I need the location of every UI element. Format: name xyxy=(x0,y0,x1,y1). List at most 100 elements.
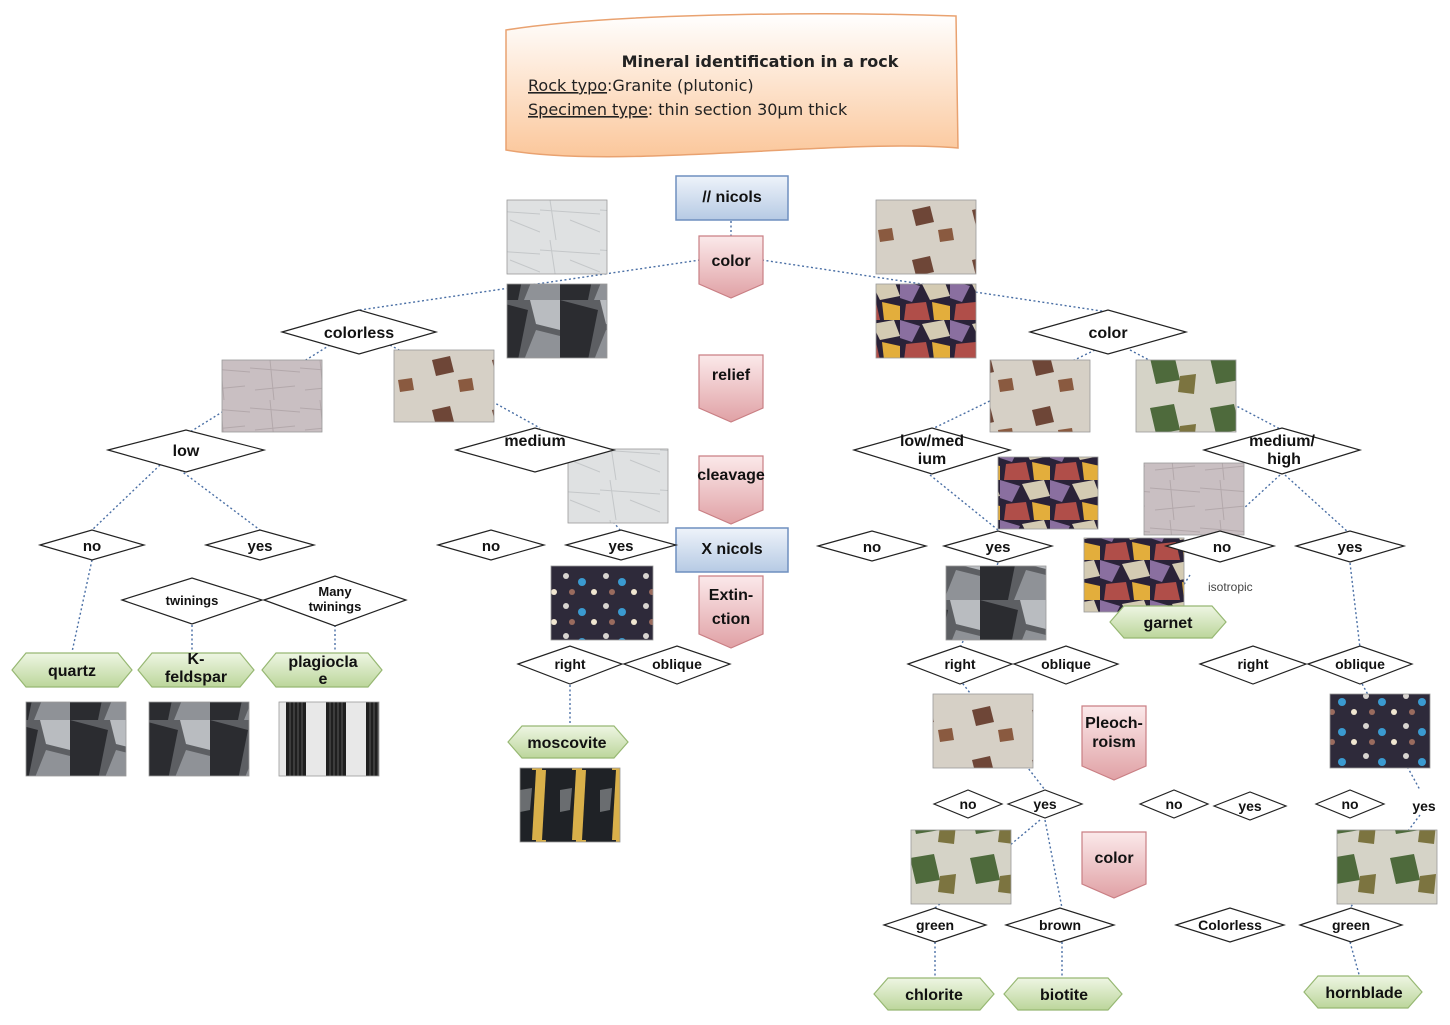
photo-medium-relief xyxy=(393,349,495,423)
decision-no-pleochroism-1: no xyxy=(932,789,1004,819)
decision-colorless: colorless xyxy=(279,309,439,355)
photo-brown-color xyxy=(989,359,1091,433)
micrograph-photos xyxy=(25,199,1438,905)
photo-colorless-xpl xyxy=(506,283,608,359)
mineral-quartz-label: quartz xyxy=(48,663,96,680)
mineral-hornblade-label: hornblade xyxy=(1325,985,1402,1002)
photo-chlorite xyxy=(910,829,1012,905)
mineral-chlorite: chlorite xyxy=(873,977,995,1011)
decision-right-biotite: right xyxy=(906,645,1014,685)
mineral-chlorite-label: chlorite xyxy=(905,987,963,1004)
step-pleochroism-label-2: roism xyxy=(1092,734,1136,751)
mineral-hornblade: hornblade xyxy=(1303,975,1423,1009)
step-extinction-label-2: ction xyxy=(712,611,750,628)
decision-yes-pleochroism-1: yes xyxy=(1006,789,1084,819)
decision-colorless-final-label: Colorless xyxy=(1198,917,1262,933)
mineral-k-feldspar-label-1: K- xyxy=(188,651,205,668)
decision-yes-medium-label: yes xyxy=(608,538,633,555)
photo-moscovite xyxy=(519,767,621,843)
parallel-nicols-label: // nicols xyxy=(702,189,762,206)
header-title: Mineral identification in a rock xyxy=(622,52,899,71)
mineral-biotite-label: biotite xyxy=(1040,987,1088,1004)
decision-low-medium-label-1: low/med xyxy=(900,433,964,450)
decision-no-low-medium: no xyxy=(815,530,929,562)
decision-medium-high: medium/ high xyxy=(1201,427,1363,475)
header-banner: Mineral identification in a rock Rock ty… xyxy=(505,13,959,158)
decision-no-pleochroism-1-label: no xyxy=(959,796,976,812)
isotropic-note: isotropic xyxy=(1208,580,1253,594)
mineral-moscovite: moscovite xyxy=(507,725,629,759)
decision-yes-low: yes xyxy=(203,529,317,561)
photo-extinction-xpl xyxy=(550,565,654,641)
decision-right-hornblende-label: right xyxy=(1237,656,1268,672)
decision-color-label: color xyxy=(1088,325,1127,342)
decision-green-hornblende: green xyxy=(1298,907,1404,943)
decision-colorless-final: Colorless xyxy=(1174,907,1286,943)
decision-no-low: no xyxy=(37,529,147,561)
mineral-garnet: garnet xyxy=(1109,605,1227,639)
decision-no-pleochroism-2: no xyxy=(1138,789,1210,819)
step-color-2: color xyxy=(1081,831,1147,899)
decision-oblique-biotite-label: oblique xyxy=(1041,656,1091,672)
decision-no-low-medium-label: no xyxy=(863,539,881,556)
decision-yes-medium-high: yes xyxy=(1293,530,1407,563)
decision-green-hornblende-label: green xyxy=(1332,917,1370,933)
decision-yes-pleochroism-3: yes xyxy=(1412,798,1436,814)
mineral-plagioclase: plagiocla e xyxy=(261,652,383,688)
step-color-label: color xyxy=(711,253,750,270)
decision-right-moscovite: right xyxy=(516,645,624,685)
photo-green-color xyxy=(1135,359,1237,433)
decision-no-pleochroism-3-label: no xyxy=(1341,796,1358,812)
decision-yes-pleochroism-2: yes xyxy=(1212,791,1288,821)
header-specimen-type: Specimen type: thin section 30µm thick xyxy=(528,100,848,119)
decision-no-medium-label: no xyxy=(482,538,500,555)
decision-many-twinings-label-1: Many xyxy=(318,584,352,599)
decision-medium: medium xyxy=(453,427,617,473)
decision-many-twinings: Many twinings xyxy=(262,575,408,627)
decision-many-twinings-label-2: twinings xyxy=(309,599,362,614)
photo-hornblende-ppl xyxy=(1336,829,1438,905)
photo-garnet-xpl xyxy=(1083,537,1185,613)
decision-low-medium: low/med ium xyxy=(851,427,1013,475)
photo-color-xpl xyxy=(875,283,977,359)
decision-right-hornblende: right xyxy=(1198,645,1308,685)
mineral-moscovite-label: moscovite xyxy=(527,735,606,752)
decision-low: low xyxy=(105,429,267,473)
photo-garnet-ppl xyxy=(1143,462,1245,536)
photo-color-ppl xyxy=(875,199,977,275)
mineral-biotite: biotite xyxy=(1003,977,1123,1011)
step-extinction: Extin- ction xyxy=(698,575,764,649)
decision-color: color xyxy=(1027,309,1189,355)
decision-low-medium-label-2: ium xyxy=(918,451,946,468)
decision-green-chlorite: green xyxy=(882,907,988,943)
decision-no-low-label: no xyxy=(83,538,101,555)
decision-yes-low-medium-label: yes xyxy=(985,539,1010,556)
decision-green-chlorite-label: green xyxy=(916,917,954,933)
decision-medium-label: medium xyxy=(504,433,565,450)
decision-no-pleochroism-3: no xyxy=(1314,789,1386,819)
photo-pleochroism xyxy=(932,693,1034,769)
mineral-k-feldspar-label-2: feldspar xyxy=(165,669,227,686)
mineral-quartz: quartz xyxy=(11,652,133,688)
photo-low-relief xyxy=(221,359,323,433)
decision-yes-medium-high-label: yes xyxy=(1337,539,1362,556)
decision-low-label: low xyxy=(173,443,200,460)
mineral-plagioclase-label-2: e xyxy=(319,671,328,688)
decision-oblique-hornblende-label: oblique xyxy=(1335,656,1385,672)
photo-cleavage-yes-xpl xyxy=(945,565,1047,641)
decision-right-biotite-label: right xyxy=(944,656,975,672)
decision-yes-pleochroism-1-label: yes xyxy=(1033,796,1057,812)
mineral-plagioclase-label-1: plagiocla xyxy=(288,654,357,671)
step-color-2-label: color xyxy=(1094,850,1133,867)
decision-yes-low-medium: yes xyxy=(941,530,1055,563)
photo-quartz xyxy=(25,701,127,777)
decision-yes-low-label: yes xyxy=(247,538,272,555)
decision-no-medium-high: no xyxy=(1163,530,1277,563)
decision-no-medium: no xyxy=(435,529,547,561)
step-extinction-label-1: Extin- xyxy=(709,587,753,604)
decision-twinings: twinings xyxy=(120,577,264,625)
decision-oblique-moscovite: oblique xyxy=(622,645,732,685)
mineral-k-feldspar: K- feldspar xyxy=(137,651,255,688)
photo-cleavage-ppl xyxy=(567,448,669,524)
decision-oblique-moscovite-label: oblique xyxy=(652,656,702,672)
